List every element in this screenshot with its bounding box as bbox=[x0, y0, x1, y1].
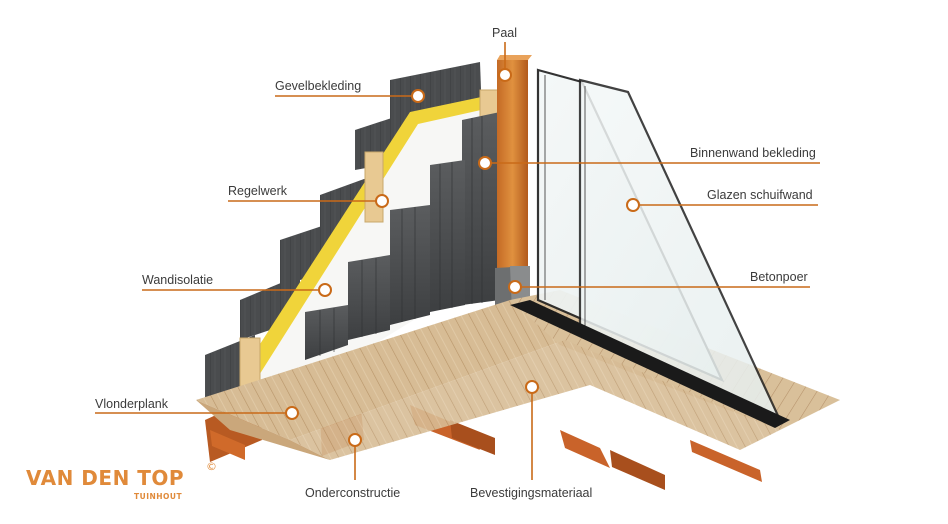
logo-name: VAN DEN TOP bbox=[26, 466, 185, 490]
marker-betonpoer bbox=[508, 280, 522, 294]
logo-registered-mark: © bbox=[206, 460, 217, 473]
brand-logo: VAN DEN TOP © TUINHOUT bbox=[26, 460, 217, 501]
marker-vlonderplank bbox=[285, 406, 299, 420]
post bbox=[497, 60, 528, 272]
marker-glazen bbox=[626, 198, 640, 212]
marker-binnenwand bbox=[478, 156, 492, 170]
marker-wandisolatie bbox=[318, 283, 332, 297]
marker-onderconstructie bbox=[348, 433, 362, 447]
label-glazen: Glazen schuifwand bbox=[707, 188, 813, 202]
label-binnenwand: Binnenwand bekleding bbox=[690, 146, 816, 160]
marker-paal bbox=[498, 68, 512, 82]
insulation-edge bbox=[242, 96, 490, 380]
glass-sliding-wall bbox=[536, 68, 783, 423]
label-vlonderplank: Vlonderplank bbox=[95, 397, 168, 411]
marker-bevestiging bbox=[525, 380, 539, 394]
marker-gevelbekleding bbox=[411, 89, 425, 103]
deck-left bbox=[196, 300, 565, 440]
marker-dots bbox=[285, 68, 640, 447]
logo-subtitle: TUINHOUT bbox=[134, 492, 183, 501]
label-regelwerk: Regelwerk bbox=[228, 184, 288, 198]
glass-rail bbox=[510, 300, 790, 428]
label-gevelbekleding: Gevelbekleding bbox=[275, 79, 362, 93]
label-betonpoer: Betonpoer bbox=[750, 270, 808, 284]
label-bevestiging: Bevestigingsmateriaal bbox=[470, 486, 593, 500]
label-onderconstructie: Onderconstructie bbox=[305, 486, 401, 500]
marker-regelwerk bbox=[375, 194, 389, 208]
label-wandisolatie: Wandisolatie bbox=[142, 273, 214, 287]
leader-lines bbox=[95, 42, 820, 480]
label-paal: Paal bbox=[492, 26, 518, 40]
